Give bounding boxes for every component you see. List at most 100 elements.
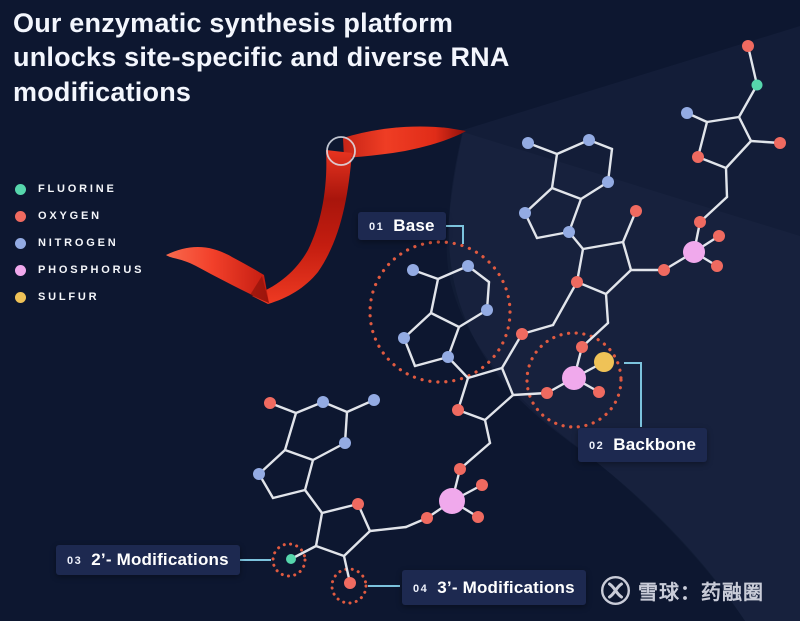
molecule-atoms: [253, 40, 786, 589]
bond: [696, 120, 709, 159]
callout-3-modifications: 04 3’- Modifications: [402, 570, 586, 605]
callout-connectors: [234, 225, 642, 587]
oxygen-atom: [472, 511, 484, 523]
nitrogen-atom: [398, 332, 410, 344]
oxygen-atom: [516, 328, 528, 340]
oxygen-atom: [692, 151, 704, 163]
bond: [483, 418, 492, 445]
bond: [705, 115, 741, 124]
oxygen-atom: [352, 498, 364, 510]
bond: [550, 186, 583, 201]
bond: [303, 458, 315, 492]
nitrogen-atom: [253, 468, 265, 480]
bond: [483, 393, 515, 422]
nitrogen-atom: [368, 394, 380, 406]
oxygen-dot-icon: [15, 210, 26, 222]
oxygen-atom: [774, 137, 786, 149]
bond: [429, 311, 461, 329]
fluorine-atom: [286, 554, 296, 564]
xueqiu-logo-icon: [600, 575, 631, 606]
watermark-text: 雪球：药融圈: [638, 582, 764, 604]
nitrogen-atom: [583, 134, 595, 146]
legend-label: PHOSPHORUS: [38, 264, 145, 276]
bond: [402, 311, 433, 340]
oxygen-atom: [476, 479, 488, 491]
bond: [523, 186, 554, 215]
nitrogen-atom: [481, 304, 493, 316]
bond: [698, 195, 729, 224]
phosphorus-atom: [562, 366, 586, 390]
ribbon-highlight-ring: [326, 136, 356, 166]
bond: [621, 240, 633, 272]
bond: [746, 44, 759, 87]
bond: [466, 366, 504, 380]
bond: [314, 511, 324, 548]
oxygen-atom: [630, 205, 642, 217]
oxygen-atom: [541, 387, 553, 399]
red-ribbon: [166, 126, 466, 304]
bond: [724, 139, 753, 170]
watermark: 雪球：药融圈: [600, 575, 764, 606]
oxygen-atom: [576, 341, 588, 353]
callout-backbone: 02 Backbone: [578, 428, 708, 462]
oxygen-atom: [344, 577, 356, 589]
bond: [283, 448, 315, 462]
legend-label: NITROGEN: [38, 237, 119, 249]
bond: [458, 441, 492, 471]
phosphorus-atom: [683, 241, 705, 263]
bond: [724, 166, 729, 199]
nitrogen-atom: [563, 226, 575, 238]
phosphorus-atom: [439, 488, 465, 514]
oxygen-atom: [713, 230, 725, 242]
nitrogen-atom: [339, 437, 351, 449]
phosphorus-dot-icon: [15, 264, 26, 276]
page-title: Our enzymatic synthesis platform unlocks…: [13, 8, 509, 107]
callout-label: 2’- Modifications: [91, 550, 229, 569]
legend: FLUORINE OXYGEN NITROGEN PHOSPHORUS SULFUR: [15, 183, 144, 318]
sulfur-atom: [594, 352, 614, 372]
bond: [737, 115, 753, 143]
callout-label: Base: [393, 216, 435, 235]
legend-label: SULFUR: [38, 291, 100, 303]
fluorine-dot-icon: [15, 183, 26, 195]
bond: [283, 411, 298, 452]
oxygen-atom: [571, 276, 583, 288]
fluorine-atom: [751, 79, 763, 91]
sulfur-dot-icon: [15, 291, 26, 303]
legend-label: FLUORINE: [38, 183, 117, 195]
bond: [500, 366, 515, 397]
legend-label: OXYGEN: [38, 210, 102, 222]
callout-number: 01: [369, 221, 385, 233]
nitrogen-atom: [317, 396, 329, 408]
mod2-dotted-circle: [271, 542, 307, 578]
bond: [311, 441, 347, 462]
bond: [429, 277, 440, 315]
nitrogen-atom: [602, 176, 614, 188]
nitrogen-atom: [681, 107, 693, 119]
backbone-dotted-circle: [525, 331, 623, 429]
oxygen-atom: [694, 216, 706, 228]
oxygen-atom: [593, 386, 605, 398]
legend-item-fluorine: FLUORINE: [15, 183, 144, 195]
nitrogen-dot-icon: [15, 237, 26, 249]
nitrogen-atom: [442, 351, 454, 363]
oxygen-atom: [421, 512, 433, 524]
bond: [550, 152, 559, 190]
bond: [368, 525, 408, 533]
base-connector: [443, 225, 464, 244]
bond: [271, 488, 307, 500]
bond: [314, 544, 346, 558]
oxygen-atom: [742, 40, 754, 52]
nitrogen-atom: [462, 260, 474, 272]
oxygen-atom: [452, 404, 464, 416]
nitrogen-atom: [522, 137, 534, 149]
callout-number: 02: [589, 440, 605, 452]
callout-number: 04: [413, 582, 429, 595]
bond: [604, 268, 633, 296]
callout-label: Backbone: [613, 435, 697, 454]
bond: [342, 529, 372, 558]
bond: [551, 280, 579, 327]
bond: [320, 502, 360, 515]
legend-item-oxygen: OXYGEN: [15, 210, 144, 222]
